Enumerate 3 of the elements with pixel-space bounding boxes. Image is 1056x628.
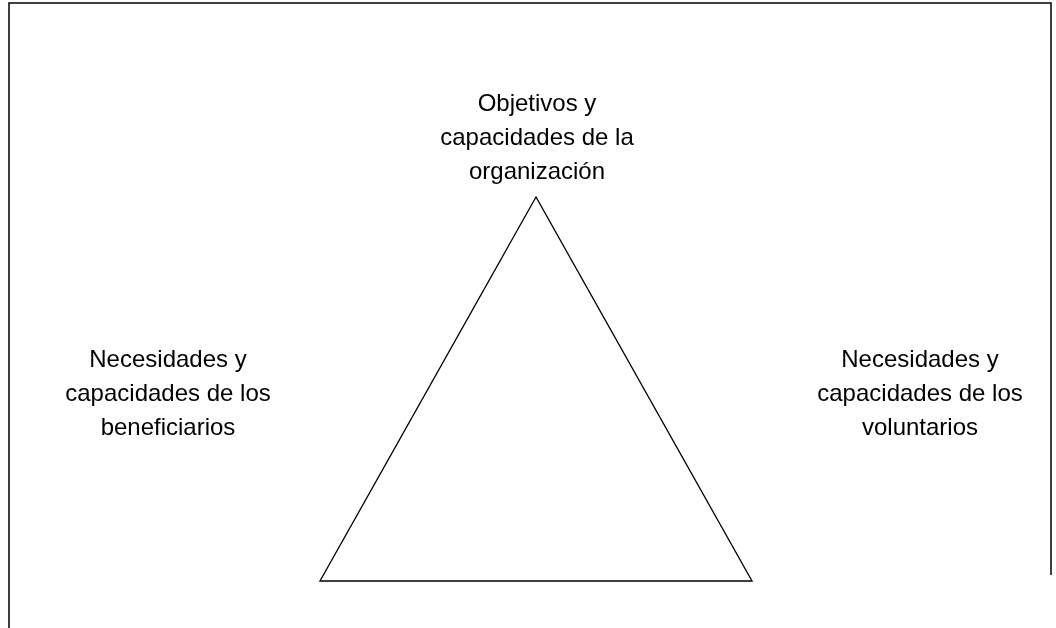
vertex-label: Objetivos y capacidades de la organización [439,88,635,186]
vertex-label: Necesidades y capacidades de los voluntarios [816,344,1024,442]
vertex-label: Necesidades y capacidades de los beneficiarios [64,344,272,442]
